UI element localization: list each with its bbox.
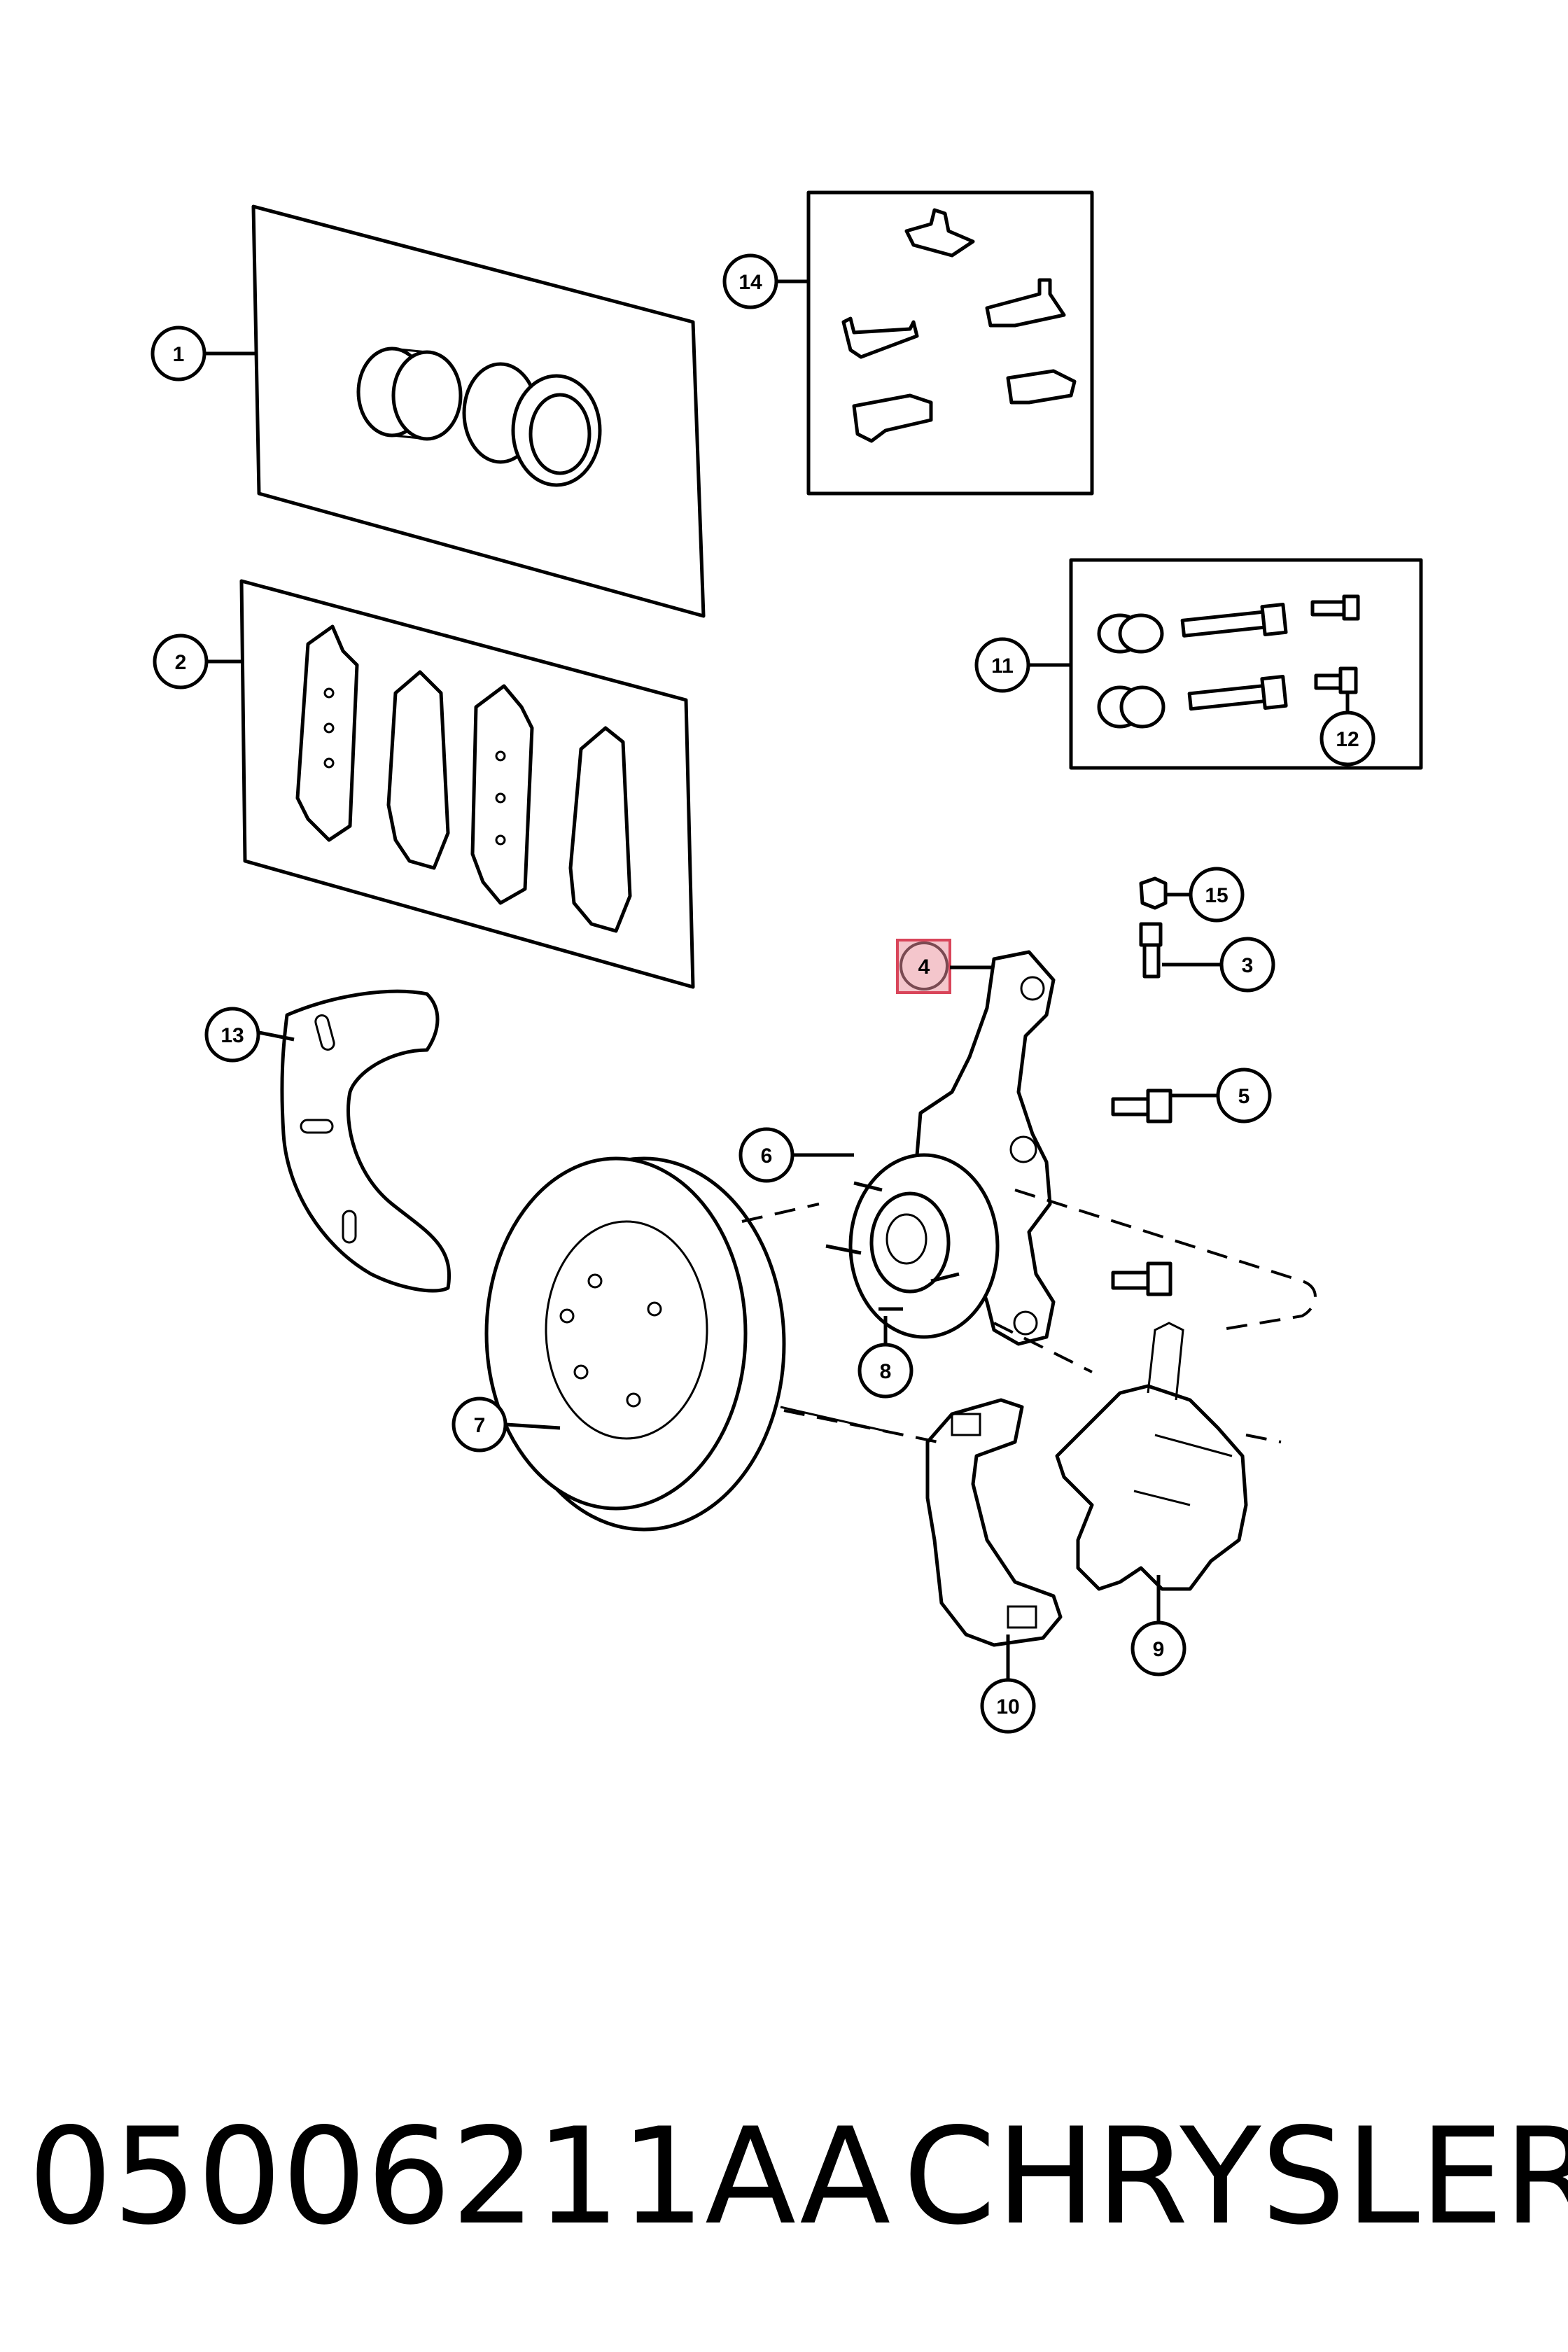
svg-text:6: 6 bbox=[761, 1144, 773, 1168]
svg-text:8: 8 bbox=[880, 1360, 892, 1383]
callout-5[interactable]: 5 bbox=[1216, 1068, 1272, 1124]
callout-7[interactable]: 7 bbox=[451, 1396, 507, 1452]
hub-bearing bbox=[848, 1153, 1000, 1339]
callout-14[interactable]: 14 bbox=[722, 253, 778, 309]
bolt-lower bbox=[1314, 666, 1358, 694]
clip-kit-panel bbox=[806, 190, 1094, 496]
clip-1 bbox=[904, 208, 975, 258]
callout-2[interactable]: 2 bbox=[153, 634, 209, 690]
piston bbox=[356, 346, 463, 441]
svg-text:1: 1 bbox=[173, 343, 185, 366]
svg-text:2: 2 bbox=[175, 651, 187, 674]
callout-9[interactable]: 9 bbox=[1130, 1620, 1186, 1676]
svg-text:7: 7 bbox=[474, 1414, 486, 1437]
svg-text:4: 4 bbox=[918, 955, 930, 979]
wheel-studs bbox=[825, 1181, 960, 1311]
knuckle-bolt-lower bbox=[1111, 1261, 1172, 1296]
svg-text:15: 15 bbox=[1205, 884, 1228, 907]
splash-shield bbox=[280, 989, 451, 1293]
callout-3[interactable]: 3 bbox=[1219, 937, 1275, 993]
clip-4 bbox=[852, 393, 933, 443]
bolt-upper bbox=[1310, 594, 1360, 621]
bushing-lower bbox=[1097, 685, 1166, 729]
brake-pad-3 bbox=[470, 684, 534, 905]
brake-rotor bbox=[484, 1156, 786, 1532]
steering-knuckle bbox=[915, 950, 1056, 1346]
svg-text:3: 3 bbox=[1242, 954, 1254, 977]
brake-pads-panel bbox=[239, 579, 695, 989]
clip-3 bbox=[985, 278, 1066, 328]
callout-15[interactable]: 15 bbox=[1189, 867, 1245, 923]
part-number: 05006211AA bbox=[28, 2099, 891, 2254]
footer: 05006211AA CHRYSLER bbox=[0, 2086, 1568, 2268]
clip-5 bbox=[1006, 369, 1077, 405]
piston-seal-kit-panel bbox=[251, 204, 706, 618]
brake-pad-1 bbox=[295, 624, 359, 842]
assembly-guide-lines bbox=[741, 1189, 1317, 1443]
svg-text:12: 12 bbox=[1336, 728, 1359, 751]
guide-pin-lower bbox=[1187, 675, 1288, 711]
callout-11[interactable]: 11 bbox=[974, 637, 1030, 693]
svg-text:11: 11 bbox=[991, 654, 1014, 678]
callout-6[interactable]: 6 bbox=[738, 1127, 794, 1183]
callout-8[interactable]: 8 bbox=[858, 1343, 913, 1399]
svg-text:5: 5 bbox=[1238, 1085, 1250, 1108]
brake-caliper bbox=[1055, 1322, 1248, 1591]
svg-text:9: 9 bbox=[1153, 1638, 1165, 1661]
callout-10[interactable]: 10 bbox=[980, 1678, 1036, 1734]
svg-text:10: 10 bbox=[996, 1695, 1019, 1718]
clip-2 bbox=[841, 316, 919, 359]
brand-name: CHRYSLER bbox=[903, 2099, 1568, 2254]
callout-12[interactable]: 12 bbox=[1320, 710, 1376, 766]
bushing-upper bbox=[1097, 613, 1164, 654]
callout-4[interactable]: 4 bbox=[899, 941, 948, 990]
bleeder-cap bbox=[1139, 876, 1168, 910]
bleeder-screw bbox=[1139, 922, 1163, 979]
callout-13[interactable]: 13 bbox=[204, 1007, 260, 1063]
dust-boot bbox=[511, 374, 602, 487]
guide-pin-upper bbox=[1180, 603, 1288, 638]
knuckle-bolt-upper bbox=[1111, 1088, 1172, 1124]
caliper-adapter bbox=[925, 1398, 1063, 1647]
callout-1[interactable]: 1 bbox=[150, 326, 206, 382]
svg-text:14: 14 bbox=[738, 271, 762, 294]
brake-pad-4 bbox=[568, 726, 632, 933]
brake-pad-2 bbox=[386, 670, 450, 870]
svg-text:13: 13 bbox=[220, 1024, 244, 1047]
